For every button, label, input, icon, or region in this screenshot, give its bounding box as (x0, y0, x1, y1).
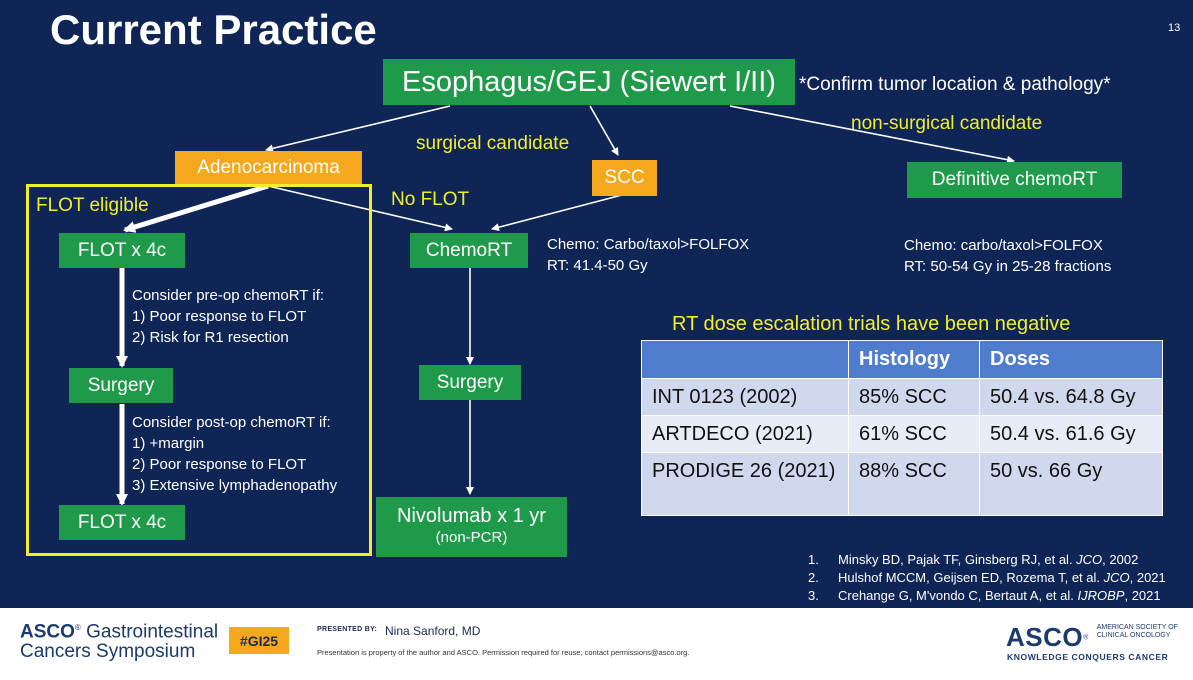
reference-number: 1. (808, 552, 819, 567)
label-surgical-candidate: surgical candidate (416, 133, 570, 154)
trials-header-histology: Histology (848, 340, 980, 379)
trial-name-cell: PRODIGE 26 (2021) (641, 452, 849, 516)
reference-year: , 2021 (1124, 588, 1161, 603)
symposium-logo-line2: Cancers Symposium (20, 641, 196, 663)
reference-number: 2. (808, 570, 819, 585)
asco-logo-subtitle-line: AMERICAN SOCIETY OF (1096, 624, 1178, 631)
node-scc: SCC (592, 160, 657, 196)
arrow-root-to-definitive (729, 105, 1015, 164)
preop-note-line: 2) Risk for R1 resection (132, 329, 289, 346)
reference-journal: JCO (1076, 552, 1103, 567)
asco-logo: ASCO® AMERICAN SOCIETY OF CLINICAL ONCOL… (1006, 622, 1178, 662)
presenter-name: Nina Sanford, MD (385, 624, 481, 638)
trials-table: Histology Doses INT 0123 (2002) 85% SCC … (641, 340, 1163, 516)
chemort-note-line: Chemo: Carbo/taxol>FOLFOX (547, 236, 750, 253)
postop-note: Consider post-op chemoRT if: 1) +margin … (132, 412, 337, 496)
symposium-logo: ASCO® Gastrointestinal Cancers Symposium (20, 621, 219, 663)
trials-header-cell (641, 340, 849, 379)
trial-name-cell: INT 0123 (2002) (641, 378, 849, 416)
presented-by-label: PRESENTED BY: (317, 626, 378, 633)
asco-logo-subtitle-line: CLINICAL ONCOLOGY (1096, 632, 1171, 639)
slide-number: 13 (1168, 22, 1181, 34)
asco-logo-text: ASCO (1006, 622, 1084, 652)
trials-header-row: Histology Doses (641, 340, 1163, 379)
node-definitive-chemort: Definitive chemoRT (907, 162, 1122, 198)
postop-note-line: 3) Extensive lymphadenopathy (132, 477, 338, 494)
reference-item: 3. Crehange G, M'vondo C, Bertaut A, et a… (808, 587, 1166, 605)
table-row: PRODIGE 26 (2021) 88% SCC 50 vs. 66 Gy (641, 452, 1163, 516)
arrow-root-to-adeno (265, 105, 451, 153)
trial-doses-cell: 50.4 vs. 61.6 Gy (979, 415, 1163, 453)
chemort-note: Chemo: Carbo/taxol>FOLFOX RT: 41.4-50 Gy (547, 234, 749, 276)
reference-authors: Minsky BD, Pajak TF, Ginsberg RJ, et al. (838, 552, 1077, 567)
node-flot-second: FLOT x 4c (59, 505, 185, 540)
postop-note-line: Consider post-op chemoRT if: (132, 414, 331, 431)
reference-year: , 2021 (1129, 570, 1166, 585)
label-non-surgical-candidate: non-surgical candidate (851, 113, 1043, 134)
asco-logo-subtitle: AMERICAN SOCIETY OF CLINICAL ONCOLOGY (1097, 624, 1178, 640)
reference-year: , 2002 (1102, 552, 1139, 567)
arrow-adeno-to-chemort (267, 185, 453, 232)
trial-doses-cell: 50 vs. 66 Gy (979, 452, 1163, 516)
trial-doses-cell: 50.4 vs. 64.8 Gy (979, 378, 1163, 416)
trial-histology-cell: 88% SCC (848, 452, 980, 516)
node-nivolumab: Nivolumab x 1 yr (non-PCR) (376, 497, 567, 557)
node-surgery-left: Surgery (69, 368, 173, 403)
root-node-esophagus-gej: Esophagus/GEJ (Siewert I/II) (383, 59, 795, 105)
nivolumab-label: Nivolumab x 1 yr (397, 505, 546, 527)
reference-journal: JCO (1103, 570, 1130, 585)
disclaimer-text: Presentation is property of the author a… (317, 648, 690, 657)
reference-authors: Crehange G, M'vondo C, Bertaut A, et al. (838, 588, 1078, 603)
nivolumab-sub: (non-PCR) (435, 529, 508, 546)
asco-logo-tagline: KNOWLEDGE CONQUERS CANCER (1007, 652, 1169, 662)
slide-title: Current Practice (50, 6, 377, 53)
table-row: ARTDECO (2021) 61% SCC 50.4 vs. 61.6 Gy (641, 415, 1163, 453)
arrow-adeno-to-flot (123, 183, 269, 233)
trial-histology-cell: 85% SCC (848, 378, 980, 416)
arrow-root-to-scc (589, 105, 619, 156)
preop-note-line: Consider pre-op chemoRT if: (132, 287, 325, 304)
reference-item: 1. Minsky BD, Pajak TF, Ginsberg RJ, et a… (808, 551, 1166, 569)
symposium-logo-asco: ASCO (20, 621, 75, 643)
label-flot-eligible: FLOT eligible (36, 195, 149, 216)
reference-journal: IJROBP (1077, 588, 1125, 603)
symposium-logo-line1: Gastrointestinal (86, 621, 219, 643)
postop-note-line: 2) Poor response to FLOT (132, 456, 307, 473)
footer-bar: ASCO® Gastrointestinal Cancers Symposium… (0, 608, 1193, 680)
trial-name-cell: ARTDECO (2021) (641, 415, 849, 453)
node-adenocarcinoma: Adenocarcinoma (175, 151, 362, 184)
node-surgery-middle: Surgery (419, 365, 521, 400)
definitive-note-line: RT: 50-54 Gy in 25-28 fractions (904, 258, 1112, 275)
reference-item: 2. Hulshof MCCM, Geijsen ED, Rozema T, et… (808, 569, 1166, 587)
root-note: *Confirm tumor location & pathology* (799, 74, 1111, 95)
arrow-scc-to-chemort (491, 194, 623, 232)
flow-arrows (116, 105, 1015, 506)
node-flot-first: FLOT x 4c (59, 233, 185, 268)
definitive-note: Chemo: carbo/taxol>FOLFOX RT: 50-54 Gy i… (904, 235, 1111, 277)
preop-note-line: 1) Poor response to FLOT (132, 308, 307, 325)
definitive-note-line: Chemo: carbo/taxol>FOLFOX (904, 237, 1103, 254)
slide-content: Current Practice 13 Esophagus/GE (26, 6, 1181, 605)
preop-note: Consider pre-op chemoRT if: 1) Poor resp… (132, 285, 324, 348)
label-no-flot: No FLOT (391, 189, 470, 210)
hashtag-badge: #GI25 (229, 627, 289, 654)
trial-histology-cell: 61% SCC (848, 415, 980, 453)
table-row: INT 0123 (2002) 85% SCC 50.4 vs. 64.8 Gy (641, 378, 1163, 416)
node-chemort: ChemoRT (410, 233, 528, 268)
trials-header-doses: Doses (979, 340, 1163, 379)
reference-number: 3. (808, 588, 819, 603)
postop-note-line: 1) +margin (132, 435, 205, 452)
references-list: 1. Minsky BD, Pajak TF, Ginsberg RJ, et a… (808, 551, 1166, 605)
trials-heading: RT dose escalation trials have been nega… (672, 313, 1071, 335)
flot-eligible-frame (26, 184, 372, 556)
chemort-note-line: RT: 41.4-50 Gy (547, 257, 648, 274)
reference-authors: Hulshof MCCM, Geijsen ED, Rozema T, et a… (838, 570, 1104, 585)
